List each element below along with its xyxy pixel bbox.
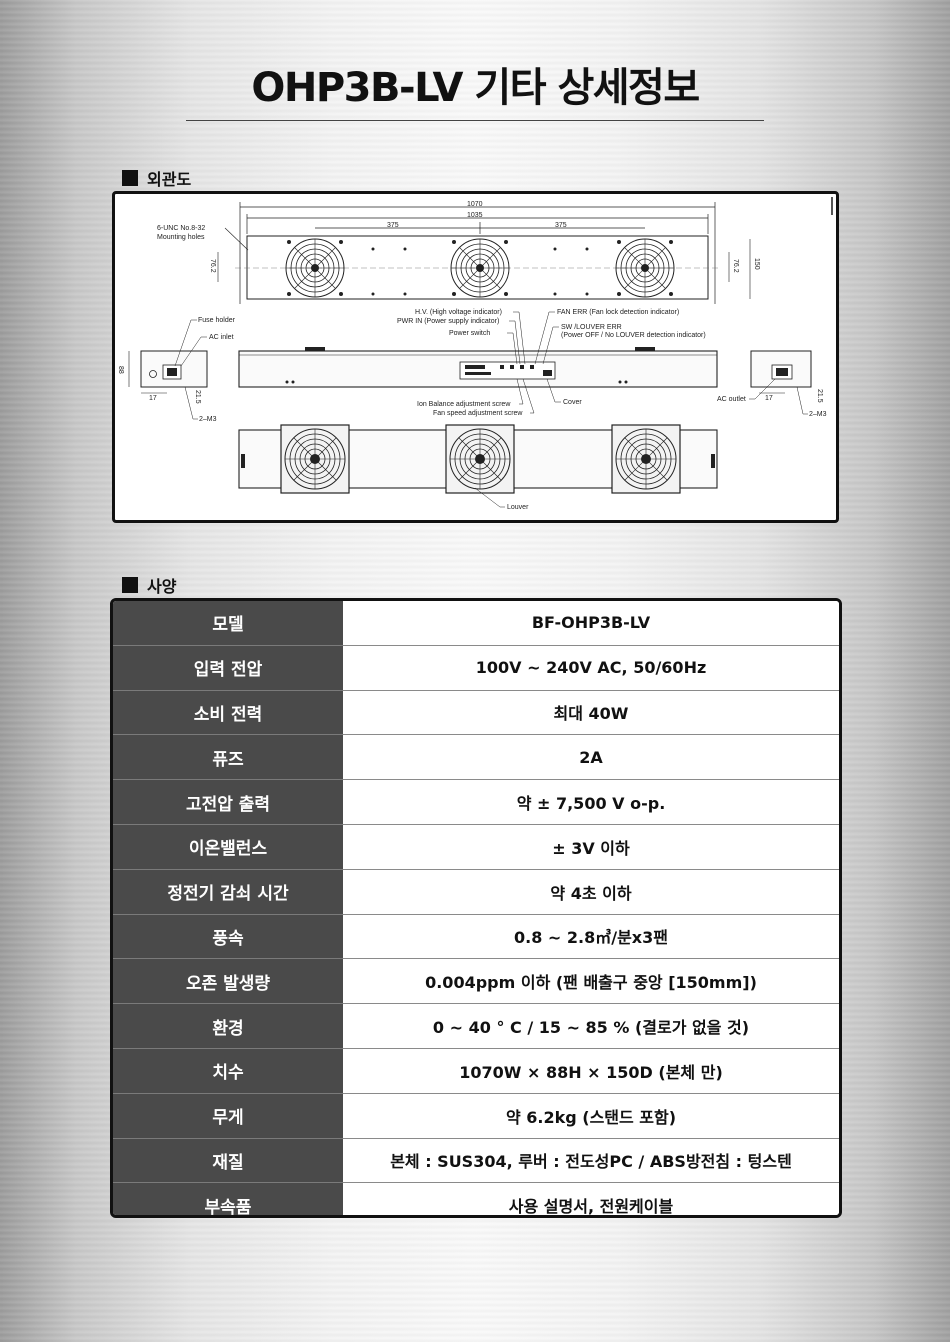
pwr-in-label: PWR IN (Power supply indicator) bbox=[397, 318, 499, 325]
exterior-drawing: 1070 1035 375 375 76.2 76.2 150 6-UNC No… bbox=[112, 191, 839, 523]
spec-row-model: 모델 BF-OHP3B-LV bbox=[113, 601, 839, 646]
spec-row-power: 소비 전력 최대 40W bbox=[113, 690, 839, 736]
spec-table: 모델 BF-OHP3B-LV 입력 전압 100V ~ 240V AC, 50/… bbox=[113, 601, 839, 1215]
dim-pitch-left: 375 bbox=[387, 222, 399, 229]
exterior-section-heading: 외관도 bbox=[122, 167, 191, 189]
dim-side-width-left: 17 bbox=[149, 395, 157, 402]
spec-value: 0 ~ 40 ° C / 15 ~ 85 % (결로가 없을 것) bbox=[343, 1003, 839, 1049]
sw-louver-label-2: (Power OFF / No LOUVER detection indicat… bbox=[561, 332, 706, 339]
spec-row-airflow: 풍속 0.8 ~ 2.8㎥/분x3팬 bbox=[113, 914, 839, 960]
spec-value: ± 3V 이하 bbox=[343, 824, 839, 870]
dim-side-width-right: 17 bbox=[765, 395, 773, 402]
dim-right-height: 76.2 bbox=[732, 259, 739, 273]
spec-value: 최대 40W bbox=[343, 690, 839, 736]
spec-value: 약 ± 7,500 V o-p. bbox=[343, 779, 839, 825]
ion-balance-label: Ion Balance adjustment screw bbox=[417, 401, 511, 408]
spec-key: 환경 bbox=[113, 1003, 343, 1049]
spec-row-weight: 무게 약 6.2kg (스탠드 포함) bbox=[113, 1093, 839, 1139]
spec-value: BF-OHP3B-LV bbox=[343, 601, 839, 646]
right-side-view: AC outlet 17 21.5 2–M3 bbox=[717, 350, 827, 418]
ac-outlet-label: AC outlet bbox=[717, 396, 746, 403]
exterior-section-label: 외관도 bbox=[147, 170, 192, 189]
spec-key: 풍속 bbox=[113, 914, 343, 960]
dim-overall: 1070 bbox=[467, 201, 483, 208]
m3-left-label: 2–M3 bbox=[199, 416, 217, 423]
spec-key: 정전기 감쇠 시간 bbox=[113, 869, 343, 915]
spec-row-material: 재질 본체 : SUS304, 루버 : 전도성PC / ABS방전침 : 텅스… bbox=[113, 1138, 839, 1184]
spec-row-decay-time: 정전기 감쇠 시간 약 4초 이하 bbox=[113, 869, 839, 915]
spec-row-fuse: 퓨즈 2A bbox=[113, 734, 839, 781]
spec-row-accessories: 부속품 사용 설명서, 전원케이블 bbox=[113, 1182, 839, 1215]
specs-section-heading: 사양 bbox=[122, 574, 176, 596]
dim-side-height: 88 bbox=[117, 366, 124, 374]
cover-label: Cover bbox=[563, 399, 582, 406]
ac-inlet-label: AC inlet bbox=[209, 334, 234, 341]
spec-key: 재질 bbox=[113, 1138, 343, 1184]
spec-table-container: 모델 BF-OHP3B-LV 입력 전압 100V ~ 240V AC, 50/… bbox=[110, 598, 842, 1218]
spec-row-ozone: 오존 발생량 0.004ppm 이하 (팬 배출구 중앙 [150mm]) bbox=[113, 958, 839, 1005]
fan-err-label: FAN ERR (Fan lock detection indicator) bbox=[557, 309, 679, 316]
m3-right-label: 2–M3 bbox=[809, 411, 827, 418]
spec-value: 약 6.2kg (스탠드 포함) bbox=[343, 1093, 839, 1139]
title-divider bbox=[186, 120, 764, 121]
sw-louver-label: SW /LOUVER ERR bbox=[561, 324, 622, 331]
spec-row-ion-balance: 이온밸런스 ± 3V 이하 bbox=[113, 824, 839, 870]
dim-side-offset-left: 21.5 bbox=[194, 390, 201, 404]
left-side-view: Fuse holder AC inlet 88 17 21.5 2–M3 bbox=[117, 317, 236, 423]
spec-value: 1070W × 88H × 150D (본체 만) bbox=[343, 1048, 839, 1094]
spec-key: 이온밸런스 bbox=[113, 824, 343, 870]
spec-key: 치수 bbox=[113, 1048, 343, 1094]
spec-value: 사용 설명서, 전원케이블 bbox=[343, 1182, 839, 1215]
front-view: H.V. (High voltage indicator) PWR IN (Po… bbox=[238, 309, 718, 417]
spec-value: 본체 : SUS304, 루버 : 전도성PC / ABS방전침 : 텅스텐 bbox=[343, 1138, 839, 1184]
spec-value: 0.004ppm 이하 (팬 배출구 중앙 [150mm]) bbox=[343, 958, 839, 1005]
spec-key: 퓨즈 bbox=[113, 734, 343, 781]
spec-value: 100V ~ 240V AC, 50/60Hz bbox=[343, 645, 839, 691]
spec-row-input-voltage: 입력 전압 100V ~ 240V AC, 50/60Hz bbox=[113, 645, 839, 691]
top-view: 1070 1035 375 375 76.2 76.2 150 6-UNC No… bbox=[157, 201, 760, 304]
mounting-label: 6-UNC No.8-32 bbox=[157, 225, 205, 232]
fan-speed-label: Fan speed adjustment screw bbox=[433, 410, 523, 417]
bullet-square-icon bbox=[122, 170, 138, 186]
fuse-holder-label: Fuse holder bbox=[198, 317, 236, 324]
spec-key: 소비 전력 bbox=[113, 690, 343, 736]
spec-key: 무게 bbox=[113, 1093, 343, 1139]
spec-key: 모델 bbox=[113, 601, 343, 646]
dim-depth: 150 bbox=[753, 258, 760, 270]
spec-row-hv-output: 고전압 출력 약 ± 7,500 V o-p. bbox=[113, 779, 839, 825]
spec-row-environment: 환경 0 ~ 40 ° C / 15 ~ 85 % (결로가 없을 것) bbox=[113, 1003, 839, 1049]
spec-key: 부속품 bbox=[113, 1182, 343, 1215]
mounting-label-2: Mounting holes bbox=[157, 234, 205, 241]
technical-drawing-svg: 1070 1035 375 375 76.2 76.2 150 6-UNC No… bbox=[117, 197, 833, 511]
dim-side-offset-right: 21.5 bbox=[816, 389, 823, 403]
spec-row-dimensions: 치수 1070W × 88H × 150D (본체 만) bbox=[113, 1048, 839, 1094]
page-title: OHP3B-LV 기타 상세정보 bbox=[251, 65, 700, 111]
bottom-view: Louver bbox=[238, 424, 718, 511]
dim-inner: 1035 bbox=[467, 212, 483, 219]
spec-value: 약 4초 이하 bbox=[343, 869, 839, 915]
bullet-square-icon bbox=[122, 577, 138, 593]
hv-label: H.V. (High voltage indicator) bbox=[415, 309, 502, 316]
specs-section-label: 사양 bbox=[147, 577, 177, 596]
spec-value: 0.8 ~ 2.8㎥/분x3팬 bbox=[343, 914, 839, 960]
spec-key: 오존 발생량 bbox=[113, 958, 343, 1005]
spec-key: 입력 전압 bbox=[113, 645, 343, 691]
spec-value: 2A bbox=[343, 734, 839, 781]
louver-label: Louver bbox=[507, 504, 529, 511]
spec-key: 고전압 출력 bbox=[113, 779, 343, 825]
dim-pitch-right: 375 bbox=[555, 222, 567, 229]
power-switch-label: Power switch bbox=[449, 330, 490, 337]
dim-left-height: 76.2 bbox=[209, 259, 216, 273]
